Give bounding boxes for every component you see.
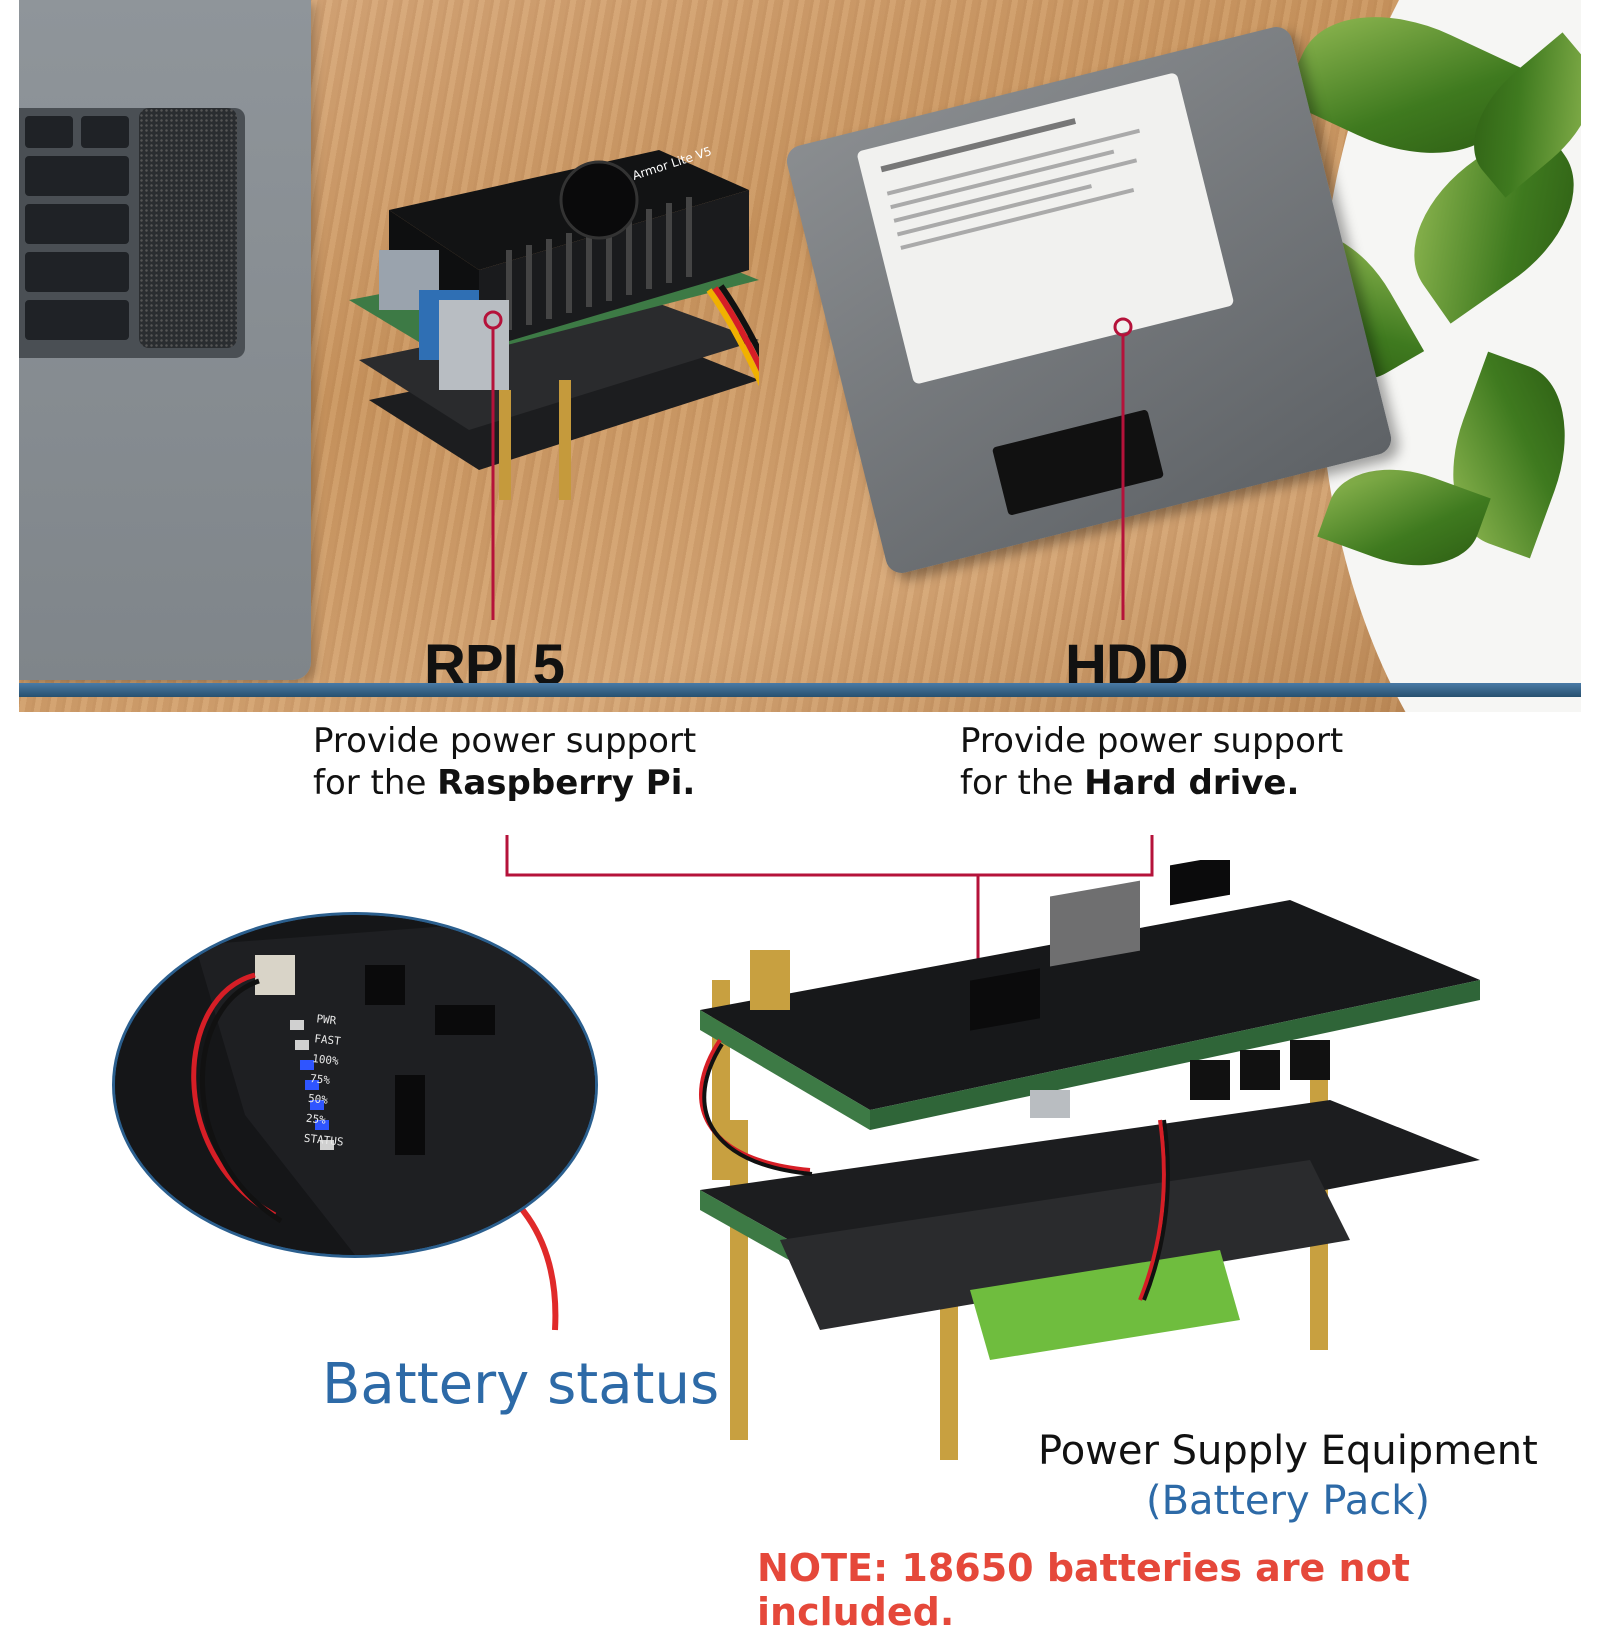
rpi-description-bold: Raspberry Pi bbox=[437, 763, 683, 803]
callout-lines-top bbox=[483, 310, 1133, 620]
led-label: STATUS bbox=[303, 1131, 345, 1149]
battery-status-label: Battery status bbox=[322, 1352, 720, 1417]
note-batteries-not-included: NOTE: 18650 batteries are not included. bbox=[757, 1546, 1410, 1634]
hdd-description-prefix: for the bbox=[960, 763, 1085, 803]
raspberry-pi-stack: Armor Lite V5 bbox=[349, 144, 759, 500]
product-photo-top: Armor Lite V5 RPI 5 HDD bbox=[19, 0, 1581, 712]
rpi-description-prefix: for the bbox=[313, 763, 438, 803]
hdd-description-bold: Hard drive bbox=[1084, 763, 1287, 803]
status-leds bbox=[290, 1020, 334, 1150]
power-supply-subtitle: (Battery Pack) bbox=[1146, 1478, 1430, 1524]
fan-port-connector bbox=[255, 955, 295, 995]
power-supply-title: Power Supply Equipment bbox=[1038, 1428, 1538, 1474]
hdd-description-suffix: . bbox=[1286, 763, 1300, 803]
battery-status-zoom: PWR FAST 100% 75% 50% 25% STATUS bbox=[112, 912, 598, 1258]
zoom-pcb bbox=[115, 915, 595, 1255]
hdd-description-line1: Provide power support bbox=[960, 721, 1344, 761]
rpi-description: Provide power support for the Raspberry … bbox=[313, 720, 696, 804]
rpi-description-line1: Provide power support bbox=[313, 721, 697, 761]
laptop-speaker-grille bbox=[139, 108, 237, 348]
hdd-description: Provide power support for the Hard drive… bbox=[960, 720, 1343, 804]
laptop bbox=[19, 0, 311, 680]
battery-pack-board bbox=[698, 860, 1480, 1460]
rpi-description-suffix: . bbox=[682, 763, 696, 803]
divider-bar bbox=[19, 683, 1581, 697]
